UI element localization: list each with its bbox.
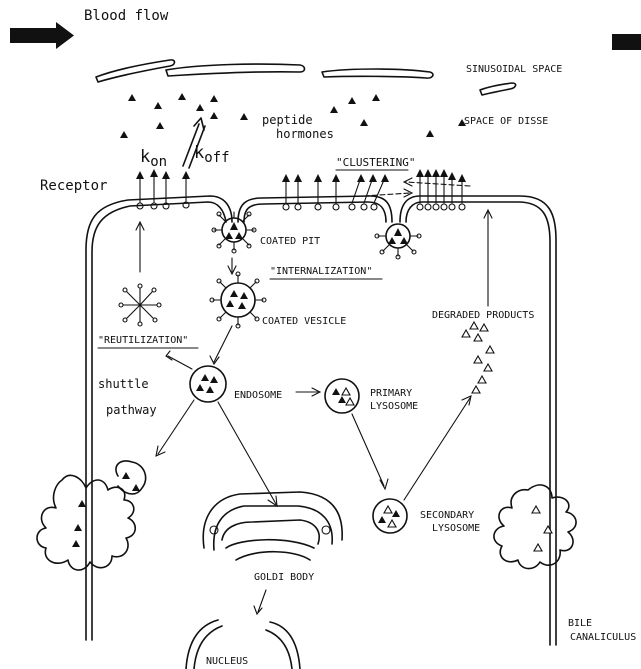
primary-lysosome: [325, 379, 359, 413]
coated-pit-label: COATED PIT: [260, 236, 320, 247]
coated-vesicle-label: COATED VESICLE: [262, 316, 346, 327]
k-on-label: kon: [140, 147, 167, 170]
primary-label: PRIMARY: [370, 388, 412, 399]
arrow-secondary-to-degraded: [404, 398, 470, 500]
golgi-body: [203, 492, 342, 560]
primary-lysosome-label: LYSOSOME: [370, 401, 418, 412]
coated-vesicle: [210, 272, 266, 328]
arrow-endosome-to-golgi: [218, 402, 276, 504]
right-edge-marker: [612, 34, 641, 50]
shuttle-label: shuttle: [98, 377, 149, 391]
space-of-disse-label: SPACE OF DISSE: [464, 116, 548, 127]
peptide-label: peptide: [262, 113, 313, 127]
blood-flow-label: Blood flow: [84, 8, 169, 24]
arrow-endosome-to-reutilization: [168, 356, 192, 369]
goldi-body-label: GOLDI BODY: [254, 572, 314, 583]
clustering-label: "CLUSTERING": [336, 156, 415, 169]
pathway-label: pathway: [106, 403, 157, 417]
internalization-label: "INTERNALIZATION": [270, 266, 372, 277]
sinusoidal-space-label: SINUSOIDAL SPACE: [466, 64, 562, 75]
endosome-label: ENDOSOME: [234, 390, 282, 401]
sinusoid-endothelium: [96, 60, 516, 95]
secondary-label: SECONDARY: [420, 510, 474, 521]
secondary-lysosome-label: LYSOSOME: [432, 523, 480, 534]
hepatocyte-membranes: [86, 196, 556, 645]
canaliculus-label: CANALICULUS: [570, 632, 636, 643]
coated-pit: [212, 212, 256, 253]
blood-flow-arrow: [10, 22, 74, 49]
receptor-label: Receptor: [40, 178, 107, 194]
secondary-lysosome: [373, 499, 407, 533]
recycled-receptors: [119, 284, 161, 326]
reutilization-label: "REUTILIZATION": [98, 335, 188, 346]
hormones-label: hormones: [276, 127, 334, 141]
nucleus-label: NUCLEUS: [206, 656, 248, 667]
arrow-primary-to-secondary: [352, 414, 384, 486]
coated-pit-right: [375, 224, 421, 259]
bile-canaliculus-right: [494, 485, 576, 569]
degraded-products-label: DEGRADED PRODUCTS: [432, 310, 534, 321]
bile-label: BILE: [568, 618, 592, 629]
arrow-endosome-to-bile: [158, 400, 194, 454]
k-off-label: koff: [194, 143, 230, 166]
endosome: [190, 366, 226, 402]
clustering-arrows: [364, 178, 470, 197]
arrow-vesicle-to-endosome: [214, 326, 232, 362]
degraded-products: [462, 322, 494, 393]
